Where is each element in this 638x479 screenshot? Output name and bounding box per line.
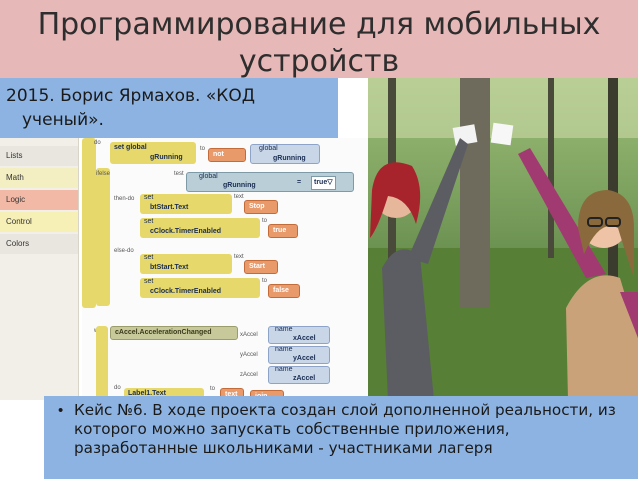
palette-logic: Logic [0,190,78,210]
param-xaccel: name xAccel [268,326,330,344]
caption-text: 2015. Борис Ярмахов. «КОД ученый». [6,84,332,132]
true-block: true [268,224,298,238]
slide-title: Программирование для мобильных устройств [0,6,638,80]
paper-card-right [490,122,514,146]
palette-lists: Lists [0,146,78,166]
palette-colors: Colors [0,234,78,254]
girl-right-hair [578,190,634,278]
palette-math: Math [0,168,78,188]
photo-illustration [368,78,638,400]
glasses-icon [587,217,603,227]
photo-students [368,78,638,400]
girl-left-body [382,249,434,400]
global-grunning-getter: global gRunning [250,144,320,164]
param-yaccel: name yAccel [268,346,330,364]
bullet-text: Кейс №6. В ходе проекта создан слой допо… [74,401,616,457]
bullet-marker: • [58,402,64,419]
bullet-box: • Кейс №6. В ходе проекта создан слой до… [44,396,638,479]
accel-event-block: cAccel.AccelerationChanged [110,326,238,340]
true-dropdown[interactable]: true▽ [311,176,336,190]
not-block: not [208,148,246,162]
procedure-block [82,138,96,308]
start-text-block: Start [244,260,278,274]
param-zaccel: name zAccel [268,366,330,384]
blocks-editor-screenshot: Lists Math Logic Control Colors do set g… [0,138,368,400]
event-body [96,326,108,400]
girl-right-jacket [566,275,638,400]
block-palette: Lists Math Logic Control Colors [0,138,79,400]
set-text-stop: set btStart.Text [140,194,232,214]
set-text-start: set btStart.Text [140,254,232,274]
set-clock-enabled-true: set cClock.TimerEnabled [140,218,260,238]
tree-trunk [460,78,490,308]
set-global-block: set global gRunning [110,142,196,164]
caption-box: 2015. Борис Ярмахов. «КОД ученый». [0,78,338,138]
title-line-2: устройств [238,44,400,79]
ifelse-block [96,168,110,306]
set-clock-enabled-false: set cClock.TimerEnabled [140,278,260,298]
blocks-workspace: do set global gRunning to not global gRu… [82,138,368,400]
compare-block: global gRunning = true▽ [186,172,354,192]
paper-card-left [452,124,478,146]
title-line-1: Программирование для мобильных [37,7,601,42]
palette-control: Control [0,212,78,232]
caption-line-2: ученый». [22,110,104,130]
title-bar [0,0,638,78]
label-do: do [94,140,101,146]
caption-line-1: 2015. Борис Ярмахов. «КОД [6,86,255,106]
false-block: false [268,284,300,298]
girl-left-hair [370,162,421,238]
stop-text-block: Stop [244,200,278,214]
